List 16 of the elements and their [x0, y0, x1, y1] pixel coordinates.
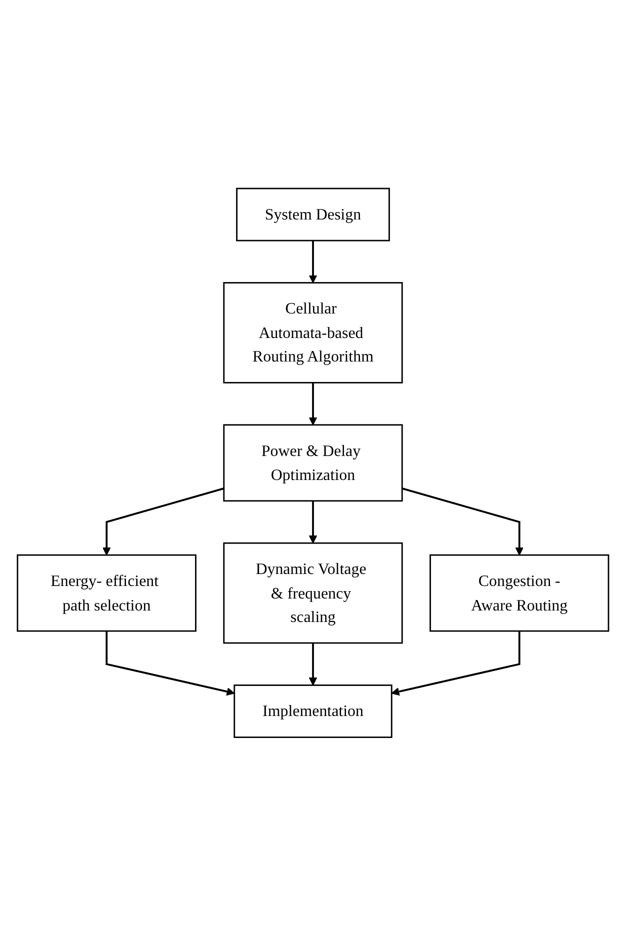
node-box — [223, 542, 403, 644]
arrow — [308, 382, 318, 425]
arrow — [391, 630, 520, 696]
node-box — [234, 684, 392, 738]
arrow — [308, 500, 318, 544]
arrow — [102, 487, 224, 556]
node-box — [430, 554, 610, 632]
arrow — [308, 240, 318, 283]
arrow — [308, 642, 318, 686]
node-box — [236, 187, 390, 241]
arrow — [106, 630, 235, 696]
node-box — [223, 424, 403, 502]
arrow — [402, 487, 524, 556]
node-box — [223, 282, 403, 383]
node-box — [16, 554, 196, 632]
flowchart-drawing: System Design Cellular Automata-based Routing Algorithm Power & Delay Optimization Energy- efficient path selection Dynamic Voltage & frequency scaling Congestion -Aware Routing Implementation — [10, 180, 616, 744]
